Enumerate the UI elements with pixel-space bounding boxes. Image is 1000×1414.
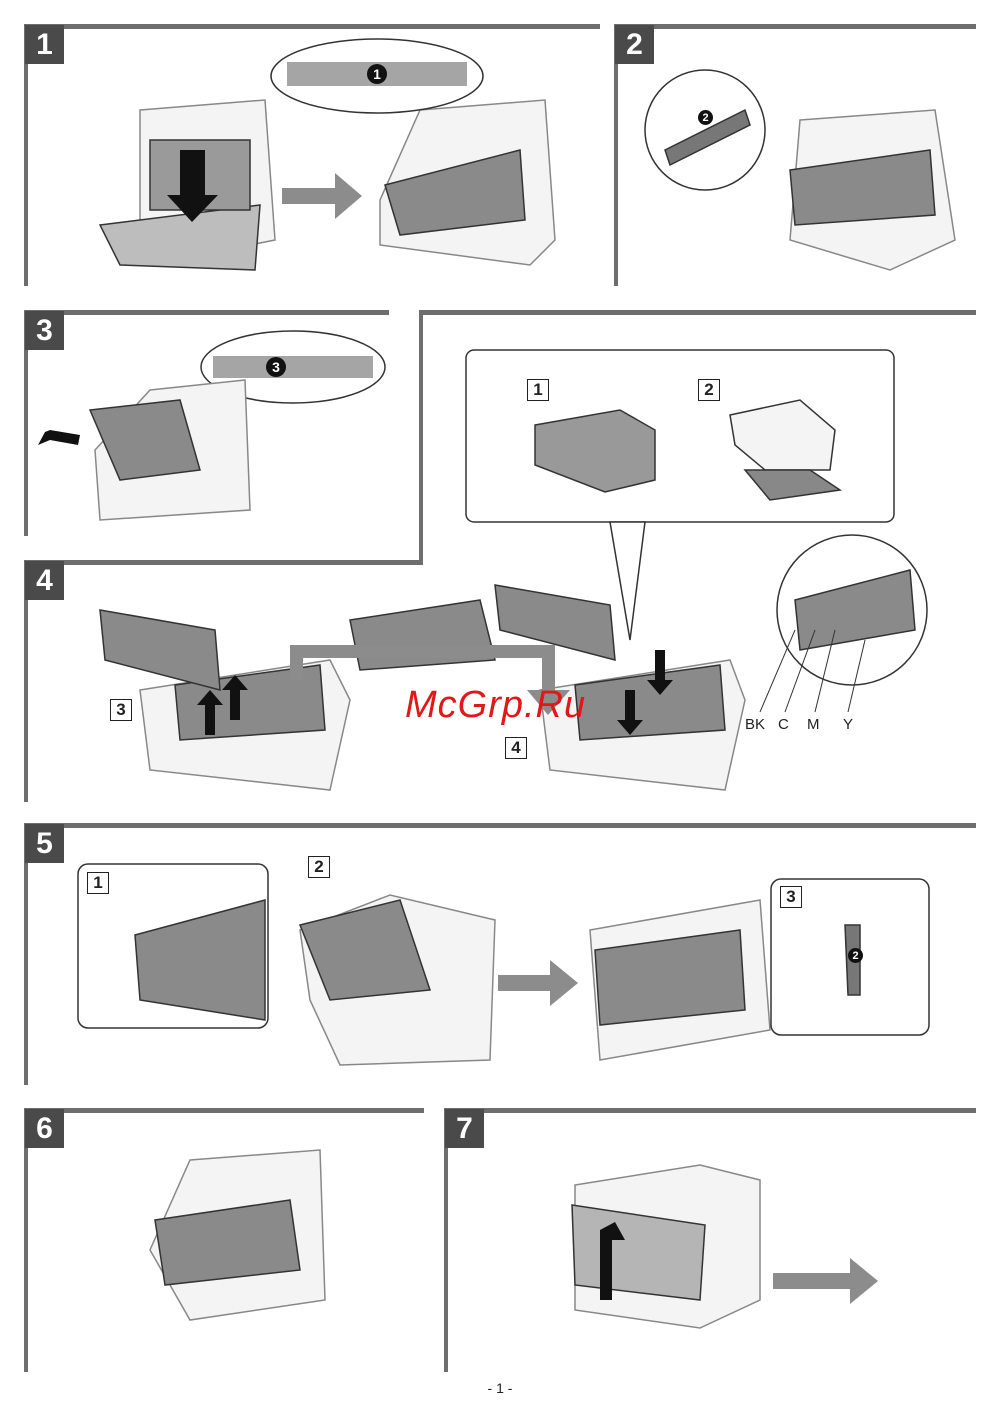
substep-4-3: 3 (110, 699, 132, 721)
toner-label-m: M (807, 716, 820, 733)
substep-4-2: 2 (698, 379, 720, 401)
substep-5-1: 1 (87, 872, 109, 894)
callout-number-5: 2 (848, 948, 863, 963)
step-number-7: 7 (445, 1109, 484, 1148)
step-number-4: 4 (25, 561, 64, 600)
page-number: - 1 - (487, 1380, 513, 1396)
step2-border (614, 24, 618, 286)
step1-border (24, 24, 28, 286)
step4-divider-top (420, 310, 976, 315)
step-number-2: 2 (615, 25, 654, 64)
toner-label-y: Y (843, 716, 854, 733)
black-arrows (38, 150, 673, 1300)
next-arrows (282, 173, 878, 1304)
step-number-3: 3 (25, 311, 64, 350)
toner-label-bk: BK (745, 716, 766, 733)
step3-divider (25, 310, 389, 315)
substep-5-2: 2 (308, 856, 330, 878)
step5-divider (25, 823, 976, 828)
step2-divider (615, 24, 976, 29)
substep-4-4: 4 (505, 737, 527, 759)
step7-divider (445, 1108, 976, 1113)
printer-drawer-pulled-illustration (379, 99, 556, 266)
step-number-1: 1 (25, 25, 64, 64)
step6-border (24, 1108, 28, 1372)
substep-5-3: 3 (780, 886, 802, 908)
callout-number-3: 3 (266, 357, 286, 377)
step1-divider (25, 24, 600, 29)
step7-border (444, 1108, 448, 1372)
substep-4-1: 1 (527, 379, 549, 401)
step-number-6: 6 (25, 1109, 64, 1148)
step4-divider-vertical (419, 310, 423, 565)
step6-divider (25, 1108, 424, 1113)
watermark: McGrp.Ru (405, 684, 587, 726)
callout-number-2: 2 (698, 110, 713, 125)
step3-border (24, 310, 28, 536)
step4-divider-left (25, 560, 423, 565)
step5-border (24, 823, 28, 1085)
step-number-5: 5 (25, 824, 64, 863)
callout-number-1: 1 (367, 64, 387, 84)
toner-label-c: C (778, 716, 789, 733)
step4-border (24, 560, 28, 802)
